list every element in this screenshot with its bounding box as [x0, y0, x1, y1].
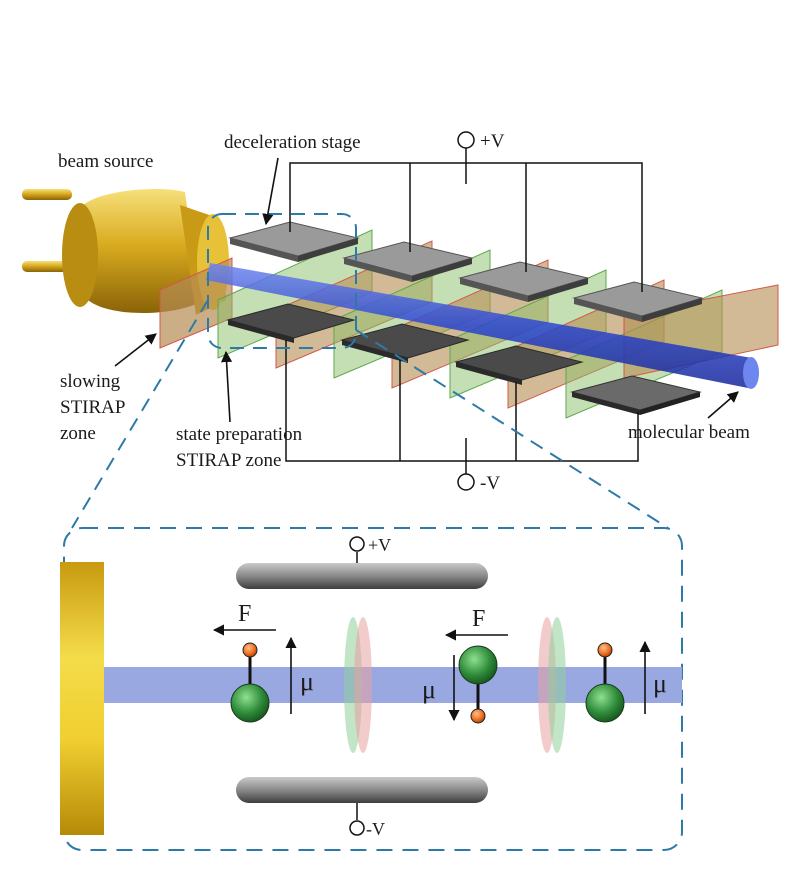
inset-minus-v-label: -V — [366, 819, 385, 839]
inset-laser-lens-1 — [344, 617, 372, 753]
connector-right — [355, 329, 669, 529]
inset-labels: +V -V F F μ μ μ — [238, 535, 667, 839]
inset-beam — [104, 667, 682, 703]
arrow-deceleration-stage — [262, 157, 279, 226]
plus-v-label: +V — [480, 131, 505, 152]
inset-plus-v-terminal-icon — [349, 536, 365, 552]
electrode-upper-3 — [458, 261, 590, 302]
zoom-connectors — [71, 299, 669, 529]
minus-v-terminal-icon — [457, 473, 475, 491]
source-back-face — [62, 203, 98, 307]
deceleration-stage-label: deceleration stage — [224, 132, 361, 153]
beam-source — [22, 188, 229, 315]
inset-source-disk — [60, 562, 104, 835]
molecule-2 — [458, 645, 498, 724]
molecule-2-orange-atom — [470, 708, 486, 724]
molecular-beam-tube — [206, 263, 759, 389]
electrode-lower-2 — [340, 323, 470, 363]
electrode-upper-4 — [572, 281, 704, 322]
wire-minus-bus — [285, 340, 639, 462]
molecular-beam-label: molecular beam — [628, 422, 750, 443]
inset-electrode-bottom — [236, 777, 488, 803]
minus-v-label: -V — [480, 473, 500, 494]
lower-electrodes — [226, 303, 702, 415]
top-labels: beam source deceleration stage +V -V slo… — [58, 131, 750, 494]
state-prep-label-line1: state preparation — [176, 424, 303, 445]
slowing-label-line3: zone — [60, 423, 96, 444]
molecule-1-green-atom — [230, 683, 270, 723]
slowing-label-line2: STIRAP — [60, 397, 125, 418]
slowing-label-line1: slowing — [60, 371, 121, 392]
source-pin-lower — [22, 261, 72, 272]
state-prep-label-line2: STIRAP zone — [176, 450, 281, 471]
electrode-upper-1 — [228, 221, 360, 262]
mu-label-3: μ — [653, 669, 667, 698]
force-label-1: F — [238, 601, 251, 627]
source-pin-upper — [22, 189, 72, 200]
beam-body — [206, 263, 752, 388]
inset-electrode-top — [236, 563, 488, 589]
arrow-state-prep — [220, 350, 233, 423]
arrow-molecular-beam — [707, 391, 739, 419]
label-arrows — [114, 157, 739, 423]
molecule-3-green-atom — [585, 683, 625, 723]
beam-end — [743, 357, 759, 389]
force-label-2: F — [472, 606, 485, 632]
source-body — [80, 188, 200, 313]
molecule-1-orange-atom — [242, 642, 258, 658]
electrode-lower-4 — [570, 375, 702, 415]
inset-arrows — [212, 624, 651, 722]
inset-laser-lens-2 — [538, 617, 566, 753]
electrode-lower-1 — [226, 303, 356, 343]
zoom-region-box — [207, 213, 357, 349]
inset-plus-v-label: +V — [368, 535, 391, 555]
upper-electrodes — [228, 221, 704, 322]
molecule-1 — [230, 642, 270, 723]
inset-minus-v-terminal-icon — [349, 820, 365, 836]
electrode-lower-3 — [454, 345, 584, 385]
molecule-2-green-atom — [458, 645, 498, 685]
arrow-slowing — [114, 333, 157, 367]
plus-v-terminal-icon — [457, 131, 475, 149]
molecule-3-orange-atom — [597, 642, 613, 658]
mu-label-2: μ — [422, 675, 436, 704]
molecule-3 — [585, 642, 625, 723]
mu-label-1: μ — [300, 667, 314, 696]
electrode-upper-2 — [342, 241, 474, 282]
beam-source-label: beam source — [58, 151, 153, 172]
